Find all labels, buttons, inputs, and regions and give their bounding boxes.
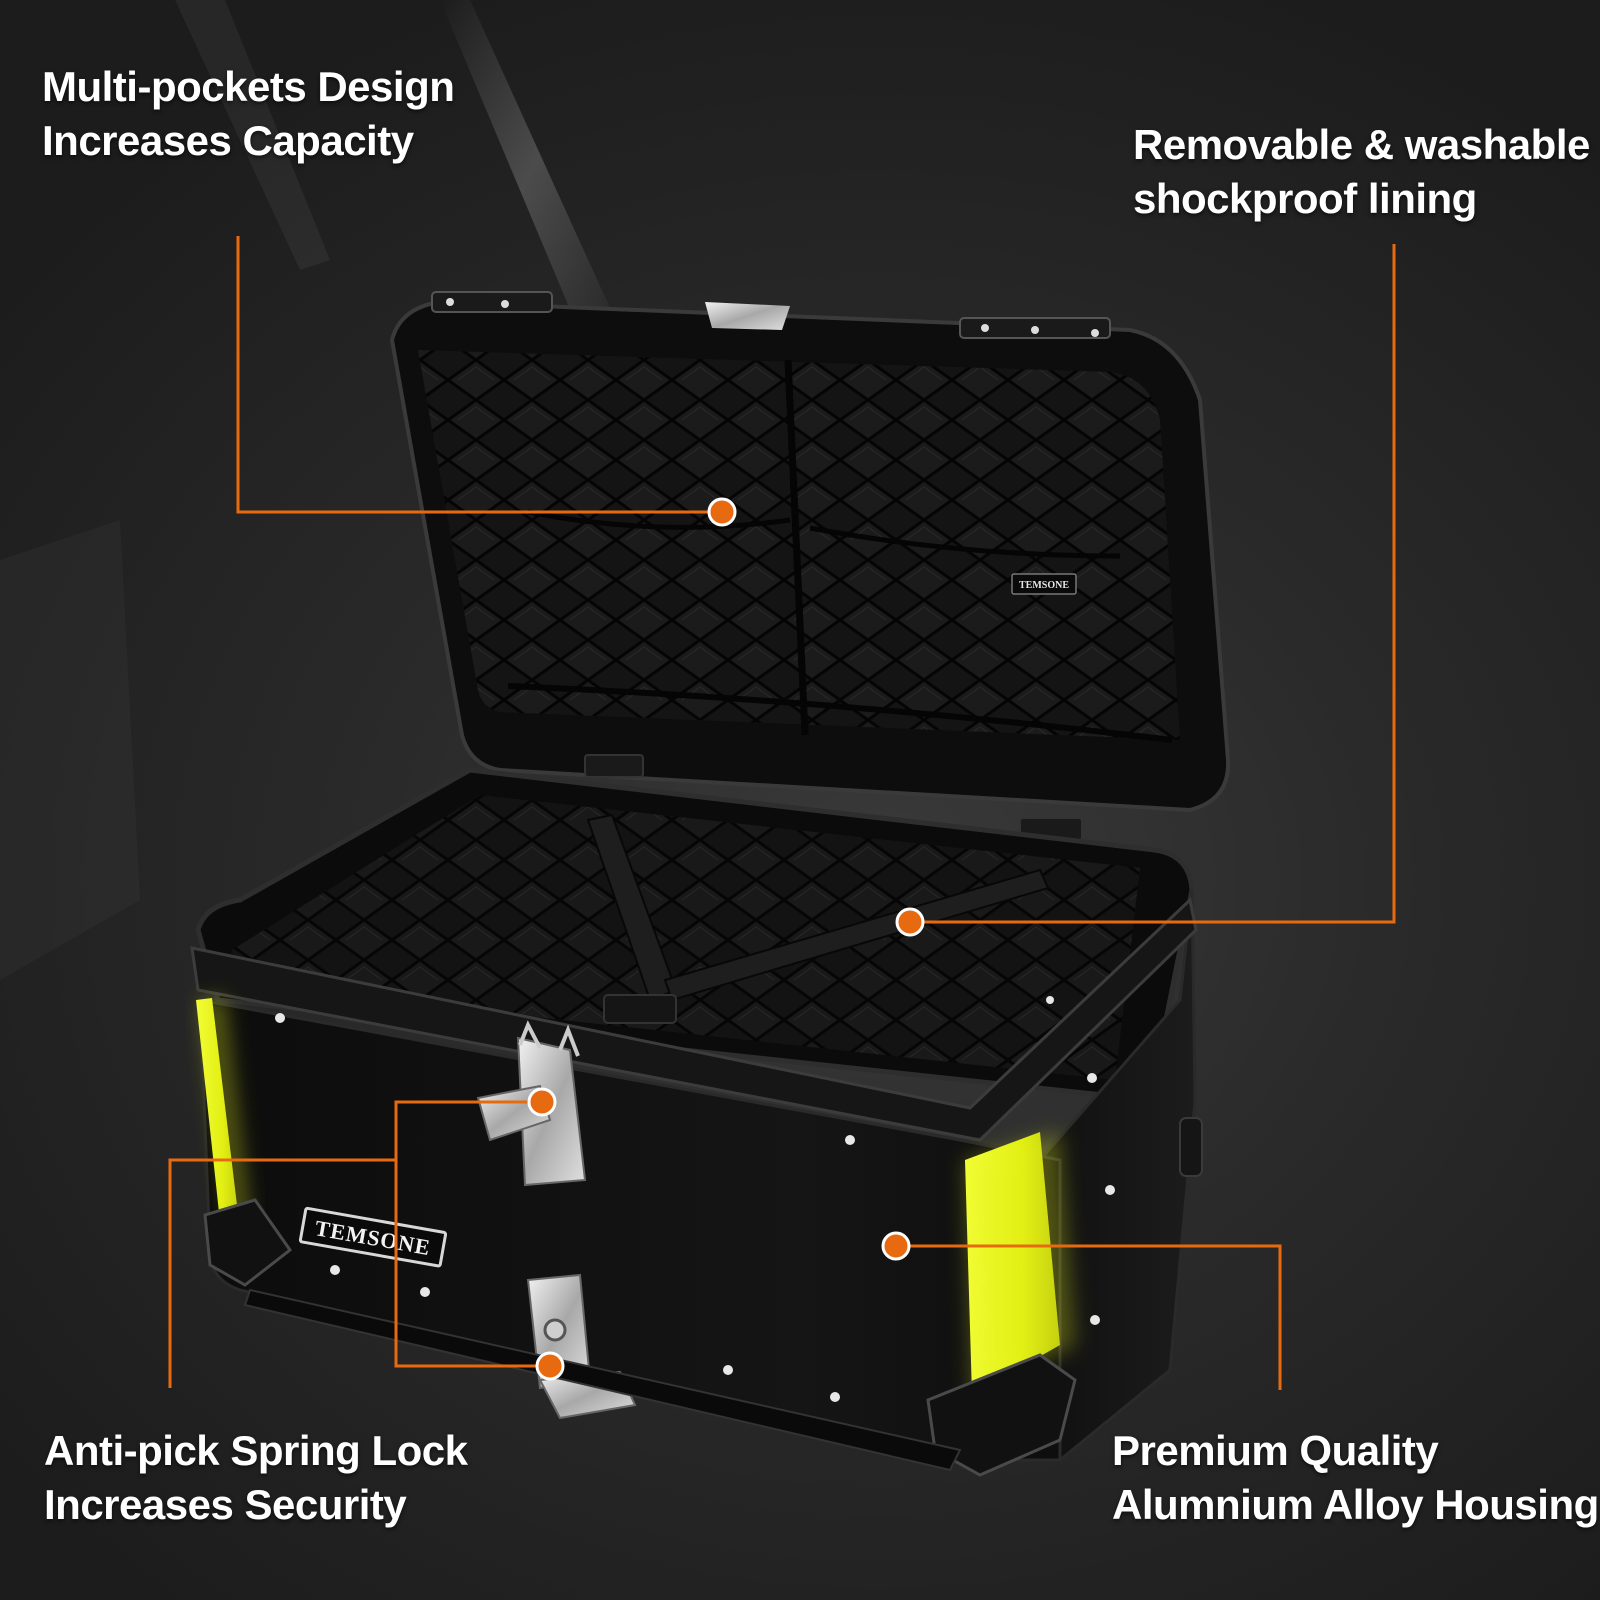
callout-line-pockets bbox=[236, 236, 722, 514]
caption-alloy-housing-line1: Premium Quality bbox=[1112, 1427, 1439, 1474]
callout-line-lining bbox=[910, 244, 1396, 924]
callout-line-lock-left bbox=[168, 1158, 396, 1388]
side-handle bbox=[1179, 1117, 1203, 1177]
lock-keyhole-icon bbox=[543, 1318, 567, 1342]
lid-latch-plate bbox=[705, 302, 790, 330]
caption-lining-line1: Removable & washable bbox=[1133, 121, 1590, 168]
hinge-left bbox=[584, 754, 644, 778]
callout-marker-housing bbox=[881, 1231, 911, 1261]
caption-alloy-housing-line2: Alumnium Alloy Housing bbox=[1112, 1481, 1599, 1528]
rivets bbox=[275, 996, 1115, 1402]
callout-marker-lower-lock bbox=[535, 1351, 565, 1381]
caption-multi-pockets-line2: Increases Capacity bbox=[42, 117, 414, 164]
caption-lining-line2: shockproof lining bbox=[1133, 175, 1477, 222]
front-brand-badge: TEMSONE bbox=[298, 1206, 448, 1268]
callout-line-lock-bracket bbox=[394, 1100, 548, 1368]
caption-spring-lock-line2: Increases Security bbox=[44, 1481, 407, 1528]
callout-lines bbox=[168, 236, 1396, 1390]
callout-line-housing bbox=[896, 1244, 1282, 1390]
caption-spring-lock: Anti-pick Spring Lock Increases Security bbox=[44, 1424, 468, 1532]
callout-markers bbox=[527, 497, 925, 1381]
caption-spring-lock-line1: Anti-pick Spring Lock bbox=[44, 1427, 468, 1474]
callout-marker-pockets bbox=[707, 497, 737, 527]
background-light-streaks bbox=[175, 0, 620, 345]
caption-multi-pockets: Multi-pockets Design Increases Capacity bbox=[42, 60, 455, 168]
callout-marker-lining bbox=[895, 907, 925, 937]
strap-buckle bbox=[603, 994, 677, 1024]
case-lid: TEMSONE bbox=[389, 291, 1231, 841]
caption-multi-pockets-line1: Multi-pockets Design bbox=[42, 63, 455, 110]
lid-brand-label bbox=[1011, 573, 1077, 595]
case-body: TEMSONE bbox=[190, 889, 1203, 1477]
corner-guard-left bbox=[203, 1198, 293, 1287]
lid-brand-label-text: TEMSONE bbox=[1019, 580, 1069, 591]
interior-strap-diagonal bbox=[663, 868, 1050, 1002]
callout-marker-upper-latch bbox=[527, 1087, 557, 1117]
caption-alloy-housing: Premium Quality Alumnium Alloy Housing bbox=[1112, 1424, 1599, 1532]
caption-lining: Removable & washable shockproof lining bbox=[1133, 118, 1590, 226]
